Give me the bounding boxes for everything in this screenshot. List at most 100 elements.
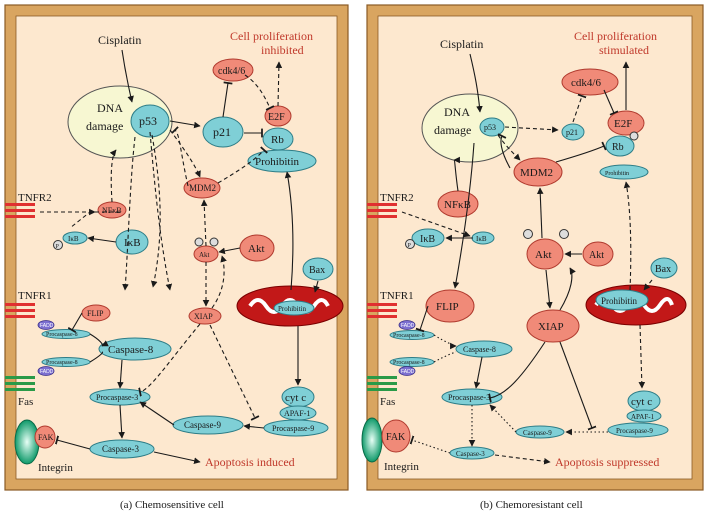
phospho-icon [53,240,63,250]
xiap-node-b [526,309,580,343]
procaspase8-label-b: Procaspase-8 [393,333,425,339]
tnfr2-receptor-icon [5,203,35,218]
procaspase9-label-b: Procaspase-9 [616,427,653,435]
tnfr1-label: TNFR1 [18,290,52,302]
flip-label: FLIP [87,309,104,318]
rb-label: Rb [271,134,284,146]
p53-node [130,104,170,138]
phospho-icon-b [559,229,569,239]
p21-node-b [561,123,585,141]
caspase3-label: Caspase-3 [102,444,139,454]
xiap-label-b: XIAP [538,321,564,333]
cell-proliferation-label: Cell proliferation [230,29,313,43]
akt-small-label: Akt [199,251,210,259]
fak-label: FAK [38,433,54,442]
procaspase8-label: Procaspase-8 [46,332,78,338]
tnfr1-receptor-icon-b [367,303,397,318]
mdm2-node [183,177,221,199]
caspase8-node [98,337,172,361]
rb-label-b: Rb [612,142,624,153]
damage-label-b: damage [434,123,471,137]
p21-label-b: p21 [566,128,578,137]
flip-node-b [425,289,475,323]
prohibitin-mito-node-b [595,289,649,311]
fadd-label-2: FADD [40,369,54,375]
p21-label: p21 [213,125,231,139]
flip-label-b: FLIP [436,301,459,313]
tnfr2-receptor-icon-b [367,203,397,218]
tnfr1-receptor-icon [5,303,35,318]
procaspase8-label-2: Procaspase-8 [46,360,78,366]
integrin-label: Integrin [38,462,73,474]
phospho-label-b: P [408,243,412,249]
akt-right-label-b: Akt [589,250,604,261]
ikb-small-label: IκB [68,235,79,243]
fas-receptor-icon [5,376,35,391]
fadd-node [37,320,55,330]
mdm2-node-b [513,157,563,187]
procaspase9-label: Procaspase-9 [272,424,314,433]
bax-node [302,257,334,281]
tnfr2-label-b: TNFR2 [380,192,414,204]
dna-label: DNA [97,101,123,115]
prohibitin-small-node-b [599,164,649,180]
cytc-label: cyt c [285,392,306,404]
caspase9-node [172,415,244,435]
cytc-label-b: cyt c [631,396,652,408]
bax-node-b [650,257,678,279]
cisplatin-label-b: Cisplatin [440,37,483,51]
cell-proliferation-label-b: Cell proliferation [574,29,657,43]
phospho-icon-b [405,239,415,249]
phospho-icon-b [523,229,533,239]
prohibitin-label: Prohibitin [255,156,300,168]
apoptosis-label: Apoptosis induced [205,455,295,469]
tnfr2-label: TNFR2 [18,192,52,204]
fadd-label-b: FADD [401,323,415,329]
panel-a: DNA damage p53 Cisplatin cdk4/6 p21 E2F … [4,4,349,491]
cisplatin-label: Cisplatin [98,33,141,47]
prohibitin-small-label-b: Prohibitin [605,171,629,177]
apaf1-node-b [626,409,662,423]
akt-label: Akt [248,243,265,255]
integrin-icon-b [361,417,383,463]
xiap-node [188,307,222,325]
dna-damage-node-b [421,93,519,163]
bax-label-b: Bax [655,264,671,275]
caption-b: (b) Chemoresistant cell [480,499,583,511]
cdk46-node [212,58,254,82]
apoptosis-label-b: Apoptosis suppressed [555,455,659,469]
prohibitin-mito-node [273,300,315,316]
phospho-icon [209,237,219,247]
e2f-label: E2F [268,112,285,123]
integrin-label-b: Integrin [384,461,419,473]
procaspase3-label-b: Procaspase-3 [448,393,490,402]
apaf1-label: APAF-1 [284,409,310,418]
fadd-node-2 [37,366,55,376]
tnfr1-label-b: TNFR1 [380,290,414,302]
fadd-node-b [398,320,416,330]
panel-b: DNA damage p53 Cisplatin Cell proliferat… [361,4,704,491]
fadd-label-b-2: FADD [401,369,415,375]
caspase8-label-b: Caspase-8 [463,345,496,354]
caspase3-label-b: Caspase-3 [456,450,485,458]
nfkb-label-b: NFκB [444,199,471,211]
damage-label: damage [86,119,123,133]
nfkb-label: NFκB [102,206,122,215]
fas-label-b: Fas [380,396,395,408]
inhibited-label: inhibited [261,43,304,57]
akt-label-b: Akt [535,249,552,261]
akt-node-b [526,238,564,270]
fadd-label: FADD [40,323,54,329]
prohibitin-node [247,149,317,173]
akt-right-node-b [582,241,614,267]
phospho-icon [194,237,204,247]
caspase8-label: Caspase-8 [108,344,154,356]
p53-label-b: p53 [484,123,496,132]
ikb-small-node [62,231,88,245]
phospho-icon-b [629,131,639,141]
p53-node-b [479,117,505,137]
ikb-label: IκB [124,237,141,249]
e2f-label-b: E2F [614,118,632,130]
caspase9-label: Caspase-9 [184,420,221,430]
